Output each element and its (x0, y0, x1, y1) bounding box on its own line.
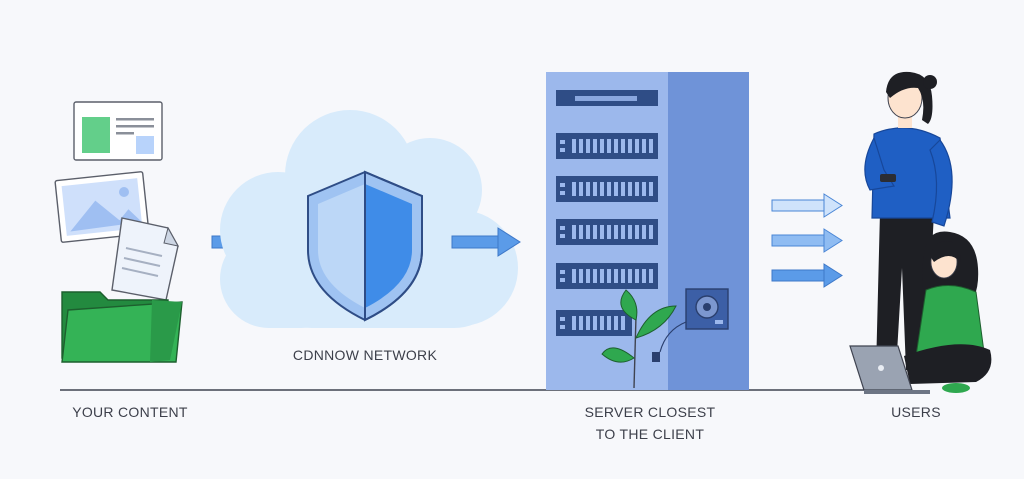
server-vent-slot (572, 139, 576, 153)
arrow-server-to-users-2 (771, 228, 843, 253)
server-vent-slot (614, 316, 618, 330)
document-icon (73, 101, 163, 161)
server-led (560, 191, 565, 195)
server-vent-slot (628, 139, 632, 153)
server-vent-slot (649, 182, 653, 196)
server-led (560, 183, 565, 187)
shield-icon (307, 170, 423, 322)
server-led (560, 140, 565, 144)
user-woman-laptop-icon (849, 231, 992, 394)
server-vent-slot (607, 269, 611, 283)
server-disk (652, 288, 729, 362)
user-man-icon (864, 71, 953, 380)
server-vent-slot (579, 182, 583, 196)
server-vent-slot (649, 269, 653, 283)
server-vent-slot (593, 139, 597, 153)
server-led (560, 226, 565, 230)
server-vent-slot (572, 316, 576, 330)
server-vent-slot (600, 139, 604, 153)
server-led (560, 148, 565, 152)
server-vent-slot (593, 316, 597, 330)
server-vent-slot (635, 269, 639, 283)
folder-icon (61, 291, 183, 363)
server-vent-slot (614, 269, 618, 283)
server-vent-slot (642, 225, 646, 239)
label-cdnnow-network: CDNNOW NETWORK (292, 347, 438, 363)
server-vent-slot (600, 182, 604, 196)
server-vent-slot (642, 269, 646, 283)
server-vent-slot (649, 225, 653, 239)
server-vent-slot (628, 182, 632, 196)
server-led (560, 234, 565, 238)
server-vent-slot (593, 269, 597, 283)
server-vent-slot (579, 225, 583, 239)
server-vent-slot (600, 225, 604, 239)
server-led (560, 317, 565, 321)
server-led (560, 325, 565, 329)
server-vent-slot (600, 316, 604, 330)
server-rack-icon (546, 72, 749, 390)
server-vent-slot (621, 139, 625, 153)
server-vent-slot (607, 316, 611, 330)
server-vent-slot (586, 269, 590, 283)
server-vent-slot (649, 139, 653, 153)
server-vent-slot (572, 182, 576, 196)
server-vent-slot (628, 269, 632, 283)
server-vent-slot (635, 182, 639, 196)
server-vent-slot (621, 225, 625, 239)
server-vent-slot (614, 182, 618, 196)
server-vent-slot (593, 225, 597, 239)
arrow-server-to-users-1 (771, 193, 843, 218)
server-vent-slot (586, 316, 590, 330)
server-vent-slot (600, 269, 604, 283)
server-vent-slot (586, 182, 590, 196)
server-vent-slot (614, 225, 618, 239)
label-server-line1: SERVER CLOSEST (584, 404, 716, 420)
label-server-line2: TO THE CLIENT (595, 426, 705, 442)
server-vent-slot (579, 269, 583, 283)
server-vent-slot (635, 139, 639, 153)
server-vent-slot (635, 225, 639, 239)
server-vent-slot (628, 225, 632, 239)
server-vent-slot (642, 139, 646, 153)
server-vent-slot (607, 225, 611, 239)
server-vent-slot (607, 139, 611, 153)
server-vent-slot (579, 139, 583, 153)
server-led (560, 270, 565, 274)
server-vent-slot (642, 182, 646, 196)
server-vent-slot (621, 269, 625, 283)
server-vent-slot (572, 269, 576, 283)
server-vent-slot (586, 225, 590, 239)
server-vent-slot (579, 316, 583, 330)
server-vent-slot (614, 139, 618, 153)
server-vent-slot (586, 139, 590, 153)
arrow-server-to-users-3 (771, 263, 843, 288)
server-vent-slot (593, 182, 597, 196)
plant-icon (601, 289, 677, 389)
server-vent-slot (621, 182, 625, 196)
arrow-network-to-server (451, 227, 521, 257)
server-vent-slot (607, 182, 611, 196)
label-your-content: YOUR CONTENT (72, 404, 188, 420)
label-users: USERS (891, 404, 941, 420)
server-led (560, 278, 565, 282)
server-vent-slot (572, 225, 576, 239)
server-vent-slot (621, 316, 625, 330)
file-icon (111, 217, 179, 301)
